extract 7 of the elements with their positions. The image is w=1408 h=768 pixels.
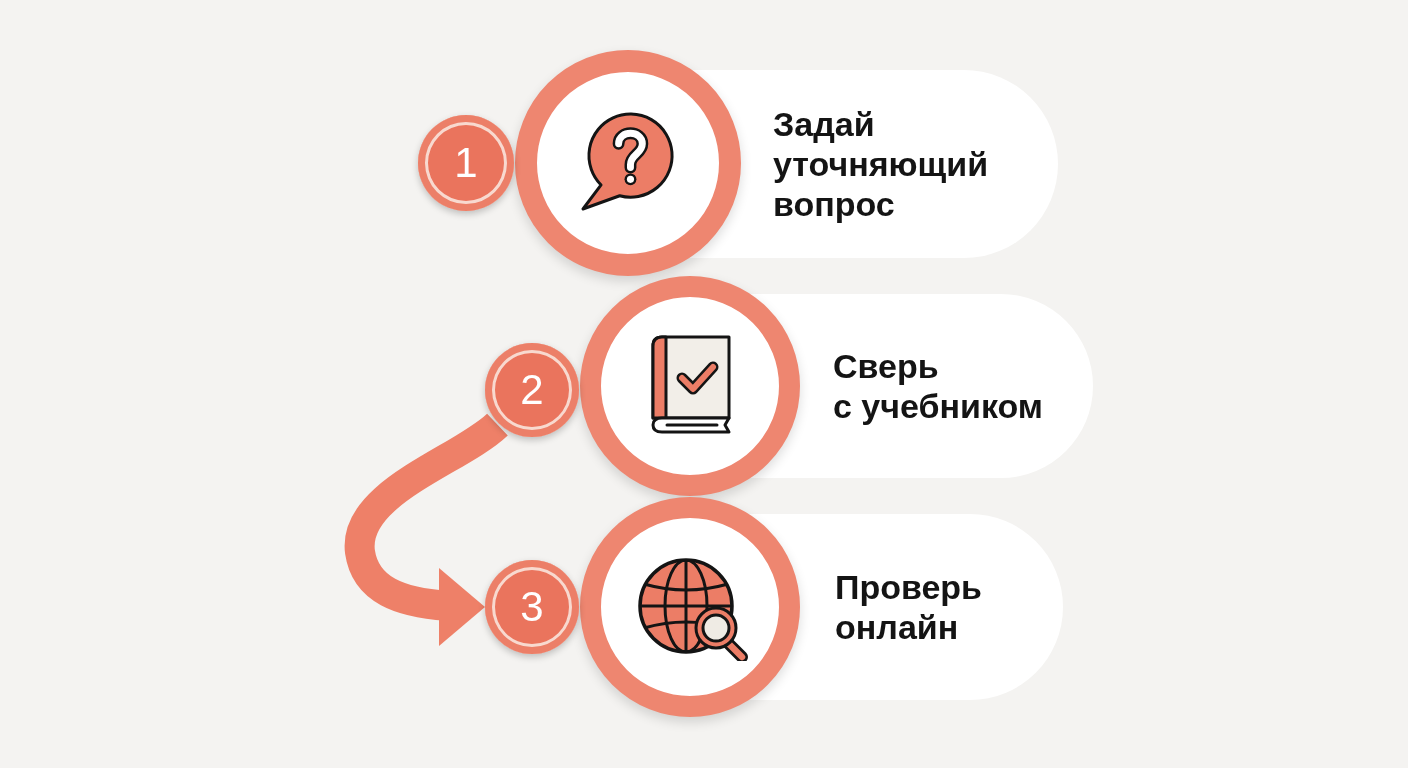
step-number-badge: 1 bbox=[418, 115, 514, 211]
step-number-badge: 2 bbox=[485, 343, 579, 437]
step-text: Задай уточняющий вопрос bbox=[773, 104, 989, 224]
curved-arrow bbox=[345, 411, 509, 646]
step-text: Проверь онлайн bbox=[835, 567, 982, 647]
step-number-badge: 3 bbox=[485, 560, 579, 654]
step-text: Сверь с учебником bbox=[833, 346, 1043, 426]
